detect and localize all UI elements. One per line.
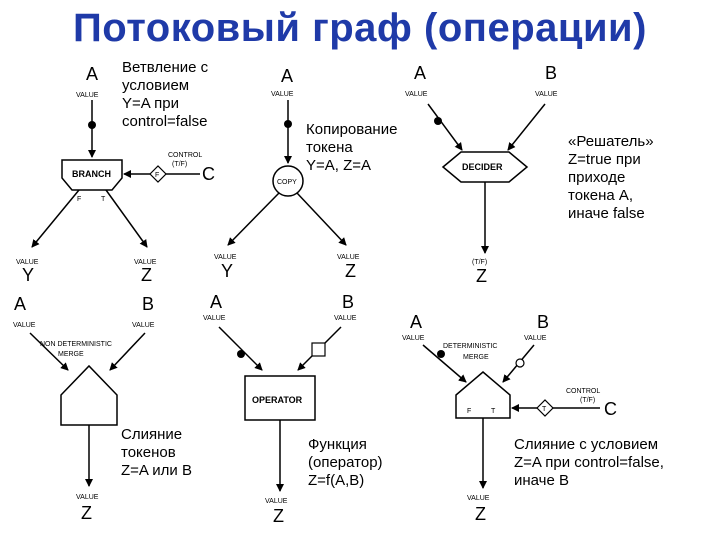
operator-node-group: A VALUE B VALUE OPERATOR VALUE Z (203, 292, 357, 526)
decider-b-value-label: VALUE (535, 91, 558, 98)
branch-f-port: F (77, 196, 81, 203)
branch-output-y: Y (22, 265, 34, 285)
branch-node-group: A VALUE BRANCH F T F CONTROL (T/F) C VAL… (16, 64, 215, 285)
decider-output-z: Z (476, 266, 487, 286)
det-merge-in-a-arrow (422, 344, 467, 383)
merge-node (60, 364, 118, 426)
decider-tf-label: (T/F) (472, 259, 487, 266)
copy-input-a: A (281, 66, 293, 86)
page-title: Потоковый граф (операции) (73, 6, 647, 50)
decider-in-b-arrow (507, 103, 546, 151)
branch-node-label: BRANCH (72, 169, 111, 179)
branch-y-value-label: VALUE (16, 259, 39, 266)
copy-output-z: Z (345, 261, 356, 281)
copy-node (272, 165, 304, 197)
det-merge-label-line2: MERGE (463, 354, 489, 361)
operator-empty-token-icon (311, 342, 326, 357)
decider-node (441, 151, 529, 183)
copy-token-dot (284, 120, 292, 128)
decider-a-value-label: VALUE (405, 91, 428, 98)
branch-value-label: VALUE (76, 92, 99, 99)
det-merge-t-port: T (491, 408, 496, 415)
det-merge-input-b: B (537, 312, 549, 332)
det-merge-description: Слияние с условием Z=A при control=false… (514, 436, 664, 489)
merge-output-z: Z (81, 503, 92, 523)
operator-node (244, 375, 316, 421)
branch-input-c: C (202, 164, 215, 184)
branch-input-a: A (86, 64, 98, 84)
branch-token-dot (88, 121, 96, 129)
merge-b-value-label: VALUE (132, 322, 155, 329)
merge-description: Слияние токенов Z=A или B (121, 426, 192, 479)
det-merge-empty-token-icon (515, 358, 525, 368)
det-merge-control-token-icon (536, 399, 554, 417)
merge-in-b-arrow (109, 332, 146, 371)
copy-z-value-label: VALUE (337, 254, 360, 261)
branch-t-port: T (101, 196, 106, 203)
merge-label-line1: NON DETERMINISTIC (40, 341, 112, 348)
branch-z-value-label: VALUE (134, 259, 157, 266)
det-merge-b-value-label: VALUE (524, 335, 547, 342)
decider-token-dot (434, 117, 442, 125)
operator-in-a-arrow (218, 326, 263, 371)
decider-input-b: B (545, 63, 557, 83)
merge-label-line2: MERGE (58, 351, 84, 358)
copy-value-label: VALUE (271, 91, 294, 98)
operator-output-z: Z (273, 506, 284, 526)
copy-node-label: COPY (277, 179, 297, 186)
det-merge-a-value-label: VALUE (402, 335, 425, 342)
copy-y-value-label: VALUE (214, 254, 237, 261)
copy-description: Копирование токена Y=A, Z=A (306, 121, 398, 174)
branch-output-z: Z (141, 265, 152, 285)
branch-description: Ветвление с условием Y=A при control=fal… (122, 59, 209, 130)
det-merge-control-label: CONTROL (566, 388, 600, 395)
merge-a-value-label: VALUE (13, 322, 36, 329)
merge-z-value-label: VALUE (76, 494, 99, 501)
operator-b-value-label: VALUE (334, 315, 357, 322)
copy-out-z-arrow (296, 192, 347, 246)
merge-input-b: B (142, 294, 154, 314)
det-merge-token-dot (437, 350, 445, 358)
operator-token-dot (237, 350, 245, 358)
merge-node-group: A VALUE B VALUE NON DETERMINISTIC MERGE … (13, 294, 155, 523)
branch-control-tf: (T/F) (172, 161, 187, 168)
branch-out-y-arrow (31, 189, 80, 248)
decider-node-label: DECIDER (462, 162, 503, 172)
branch-node (61, 159, 123, 191)
operator-z-value-label: VALUE (265, 498, 288, 505)
decider-input-a: A (414, 63, 426, 83)
branch-control-token-icon (149, 165, 167, 183)
det-merge-label-line1: DETERMINISTIC (443, 343, 497, 350)
copy-out-y-arrow (227, 192, 280, 246)
det-merge-output-z: Z (475, 504, 486, 524)
det-merge-f-port: F (467, 408, 471, 415)
copy-output-y: Y (221, 261, 233, 281)
decider-description: «Решатель» Z=true при приходе токена A, … (568, 133, 654, 222)
operator-input-a: A (210, 292, 222, 312)
det-merge-node (455, 371, 511, 419)
copy-node-group: A VALUE COPY VALUE Y VALUE Z (214, 66, 360, 281)
det-merge-control-tf: (T/F) (580, 397, 595, 404)
operator-a-value-label: VALUE (203, 315, 226, 322)
det-merge-input-c: C (604, 399, 617, 419)
merge-input-a: A (14, 294, 26, 314)
branch-control-label: CONTROL (168, 152, 202, 159)
det-merge-z-value-label: VALUE (467, 495, 490, 502)
operator-input-b: B (342, 292, 354, 312)
det-merge-node-group: A VALUE B VALUE DETERMINISTIC MERGE F T … (402, 312, 617, 524)
det-merge-input-a: A (410, 312, 422, 332)
det-merge-control-token-label: T (542, 406, 547, 413)
operator-description: Функция (оператор) Z=f(A,B) (308, 436, 383, 489)
decider-in-a-arrow (427, 103, 463, 151)
merge-in-a-arrow (29, 332, 69, 371)
branch-out-z-arrow (105, 189, 148, 248)
decider-node-group: A VALUE B VALUE DECIDER (T/F) Z (405, 63, 558, 286)
branch-control-token-label: F (155, 172, 159, 179)
operator-node-label: OPERATOR (252, 395, 303, 405)
